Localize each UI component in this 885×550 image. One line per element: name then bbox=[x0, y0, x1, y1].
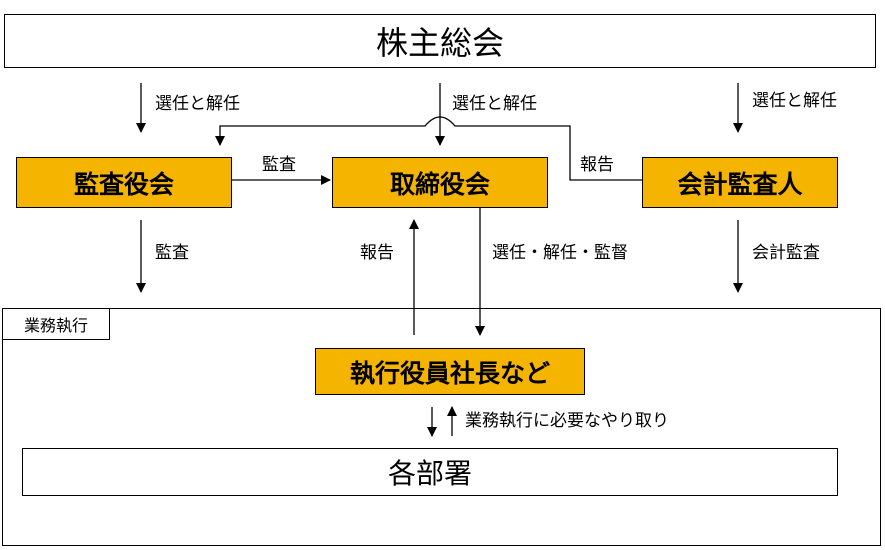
departments-label: 各部署 bbox=[387, 457, 472, 490]
accounting-auditor-label: 会計監査人 bbox=[677, 169, 803, 199]
business-execution-frame bbox=[2, 308, 881, 546]
departments-box: 各部署 bbox=[22, 448, 838, 496]
label-elect-dismiss-left: 選任と解任 bbox=[155, 94, 240, 114]
business-execution-label: 業務執行 bbox=[23, 316, 88, 335]
executive-officers-box: 執行役員社長など bbox=[315, 348, 585, 395]
label-elect-dismiss-supervise: 選任・解任・監督 bbox=[492, 243, 628, 263]
business-execution-tab: 業務執行 bbox=[2, 308, 110, 340]
board-of-directors-label: 取締役会 bbox=[389, 169, 490, 199]
accounting-auditor-box: 会計監査人 bbox=[642, 157, 838, 208]
label-report-center: 報告 bbox=[360, 243, 394, 263]
shareholders-meeting-box: 株主総会 bbox=[4, 14, 876, 68]
audit-board-box: 監査役会 bbox=[16, 157, 232, 208]
label-report-top: 報告 bbox=[580, 155, 614, 175]
label-interaction: 業務執行に必要なやり取り bbox=[465, 411, 669, 431]
label-elect-dismiss-right: 選任と解任 bbox=[752, 91, 837, 111]
audit-board-label: 監査役会 bbox=[73, 169, 174, 199]
label-audit-left: 監査 bbox=[155, 243, 189, 263]
label-accounting-audit: 会計監査 bbox=[752, 243, 820, 263]
label-elect-dismiss-center: 選任と解任 bbox=[452, 94, 537, 114]
report-line-top bbox=[215, 116, 642, 181]
board-of-directors-box: 取締役会 bbox=[332, 157, 548, 208]
executive-officers-label: 執行役員社長など bbox=[349, 358, 550, 388]
label-audit-top: 監査 bbox=[262, 155, 296, 175]
shareholders-meeting-label: 株主総会 bbox=[375, 24, 504, 62]
